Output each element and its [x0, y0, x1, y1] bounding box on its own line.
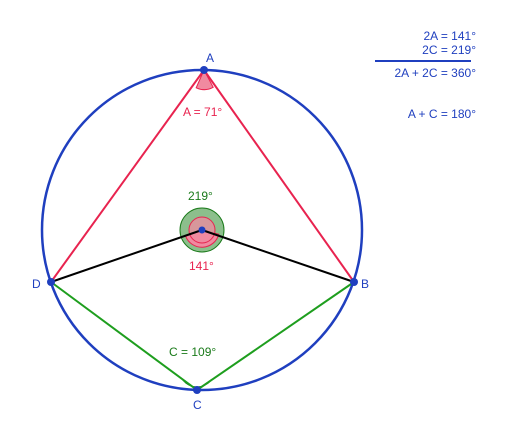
radius-o-b — [201, 229, 355, 283]
label-point-c: C — [193, 398, 202, 412]
side-d-c — [50, 281, 198, 391]
point-d[interactable] — [47, 278, 55, 286]
label-angle-c: C = 109° — [169, 345, 216, 359]
point-b[interactable] — [350, 278, 358, 286]
equation-result: A + C = 180° — [408, 107, 476, 121]
label-angle-a: A = 71° — [183, 105, 222, 119]
side-a-d — [50, 69, 205, 283]
equation-sum: 2A + 2C = 360° — [394, 66, 476, 80]
side-a-b — [203, 69, 355, 283]
point-a[interactable] — [200, 66, 208, 74]
point-c[interactable] — [193, 386, 201, 394]
point-center[interactable] — [198, 226, 206, 234]
equation-line-2: 2C = 219° — [422, 43, 476, 57]
angle-a-sector — [195, 68, 214, 91]
radius-o-d — [50, 229, 203, 283]
side-c-b — [196, 281, 355, 391]
label-central-minor: 141° — [189, 259, 214, 273]
label-point-d: D — [32, 277, 41, 291]
label-point-a: A — [206, 51, 214, 65]
equation-line-1: 2A = 141° — [423, 29, 476, 43]
label-central-major: 219° — [188, 189, 213, 203]
label-point-b: B — [361, 277, 369, 291]
